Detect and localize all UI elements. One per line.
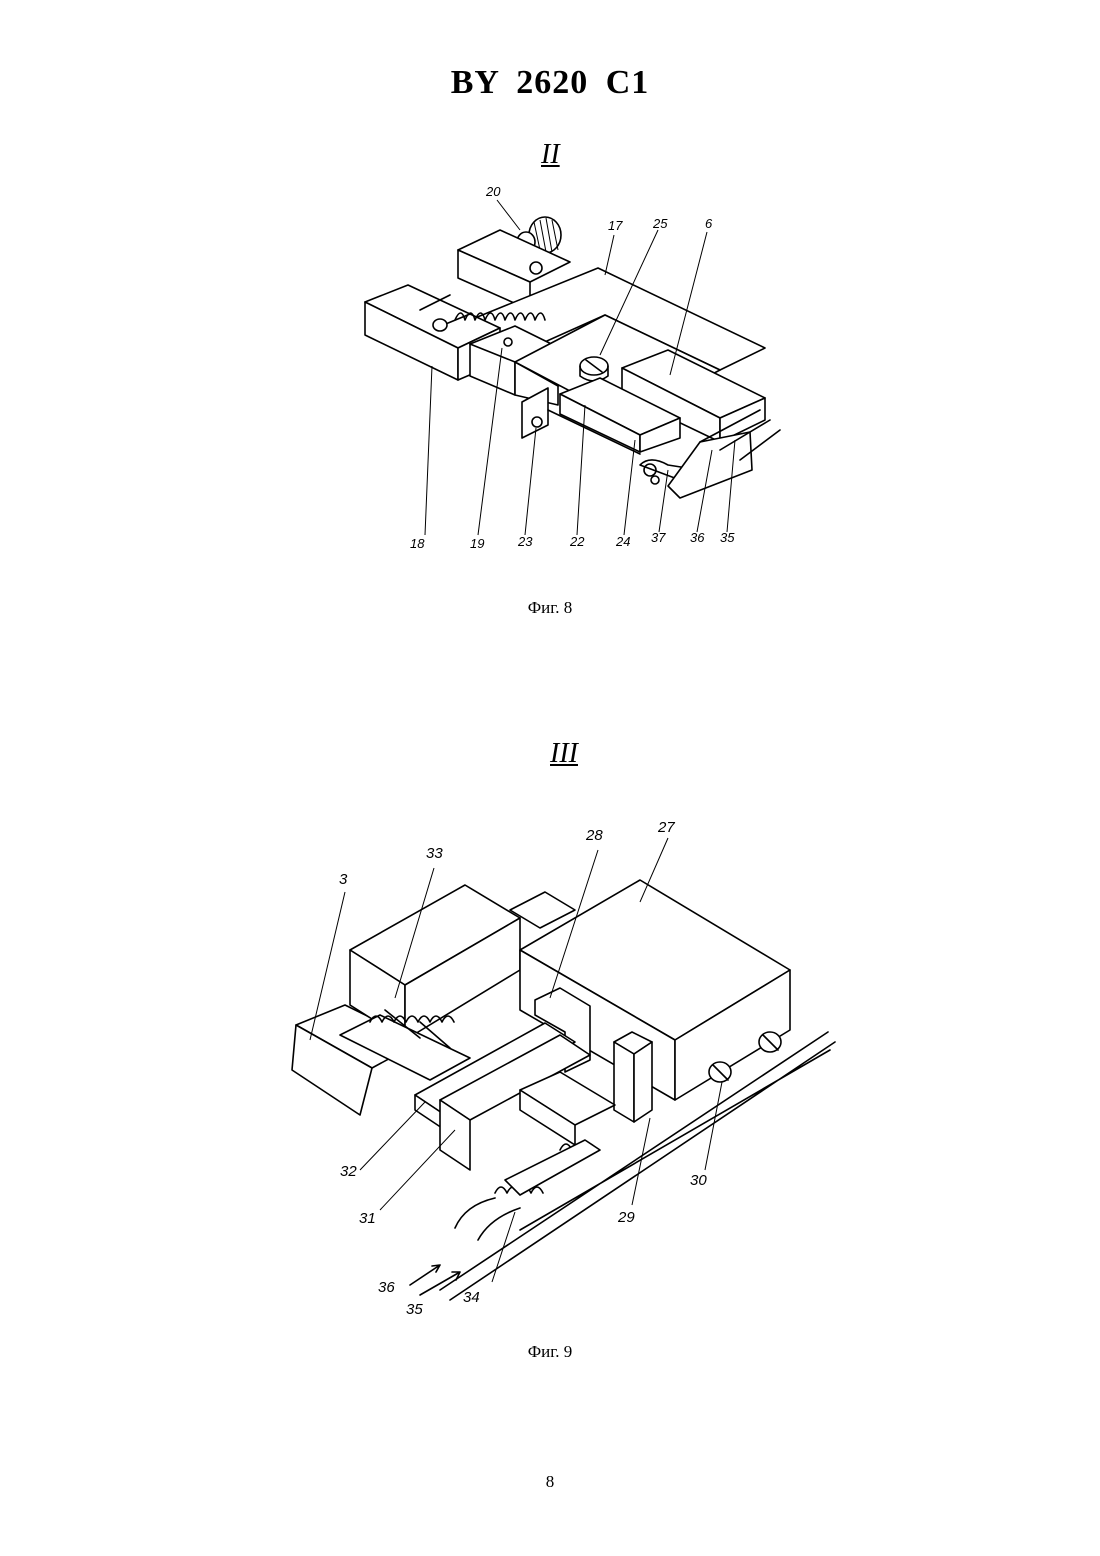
label-17: 17: [608, 218, 623, 233]
label-18: 18: [410, 536, 425, 551]
label-36: 36: [378, 1279, 395, 1296]
label-22: 22: [569, 534, 585, 549]
label-36: 36: [690, 530, 705, 545]
figure-8-caption: Фиг. 8: [0, 598, 1100, 618]
label-29: 29: [617, 1209, 635, 1226]
label-24: 24: [615, 534, 630, 549]
label-27: 27: [657, 819, 675, 836]
label-31: 31: [359, 1210, 376, 1227]
view-label-ii: II: [541, 139, 560, 171]
label-23: 23: [517, 534, 533, 549]
figure-9-caption: Фиг. 9: [0, 1342, 1100, 1362]
label-6: 6: [705, 216, 713, 231]
label-20: 20: [485, 184, 501, 199]
label-3: 3: [339, 871, 348, 888]
view-label-iii: III: [550, 738, 578, 770]
label-32: 32: [340, 1163, 357, 1180]
label-33: 33: [426, 845, 443, 862]
label-28: 28: [585, 827, 603, 844]
figure-8-drawing: 20 17 25 6 18 19 23 22 24 37 36 35: [0, 180, 1100, 570]
document-number: BY 2620 C1: [0, 64, 1100, 102]
page-number: 8: [0, 1472, 1100, 1492]
figure-9-drawing: 33 3 28 27 32 31 30 29 36 35 34: [0, 810, 1100, 1330]
label-37: 37: [651, 530, 666, 545]
label-25: 25: [652, 216, 668, 231]
label-34: 34: [463, 1289, 480, 1306]
label-19: 19: [470, 536, 484, 551]
label-35: 35: [720, 530, 735, 545]
label-35: 35: [406, 1301, 423, 1318]
label-30: 30: [690, 1172, 707, 1189]
